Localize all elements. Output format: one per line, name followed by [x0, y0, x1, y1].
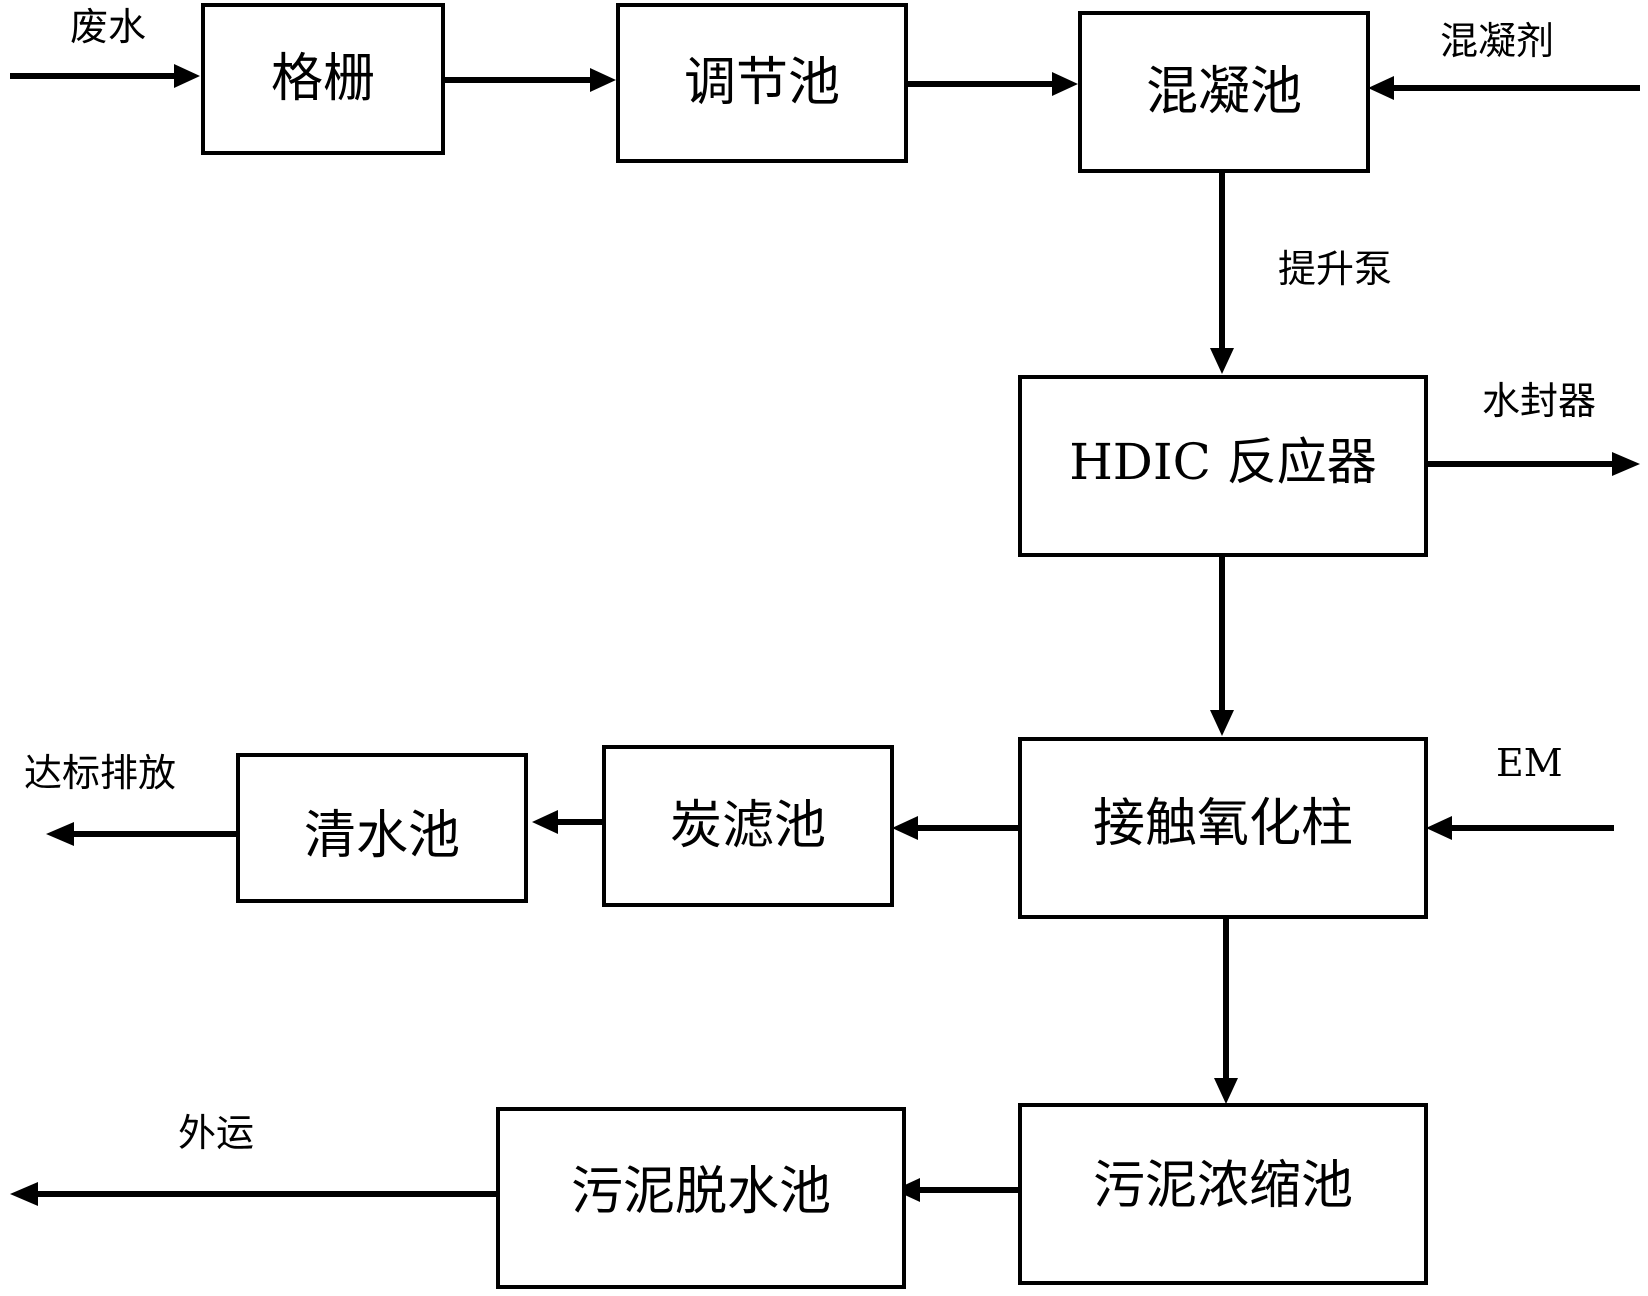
node-sludge-dewatering-label: 污泥脱水池	[571, 1162, 831, 1222]
connectors	[10, 64, 1640, 1206]
label-wastewater: 废水	[70, 5, 146, 49]
node-regulating-tank-box	[616, 3, 908, 163]
label-water-seal: 水封器	[1482, 379, 1596, 423]
node-hdic-reactor-label: HDIC 反应器	[1069, 433, 1377, 491]
node-sludge-thickening: 污泥浓缩池	[1018, 1103, 1428, 1285]
arrow-head-wastewater-in	[174, 64, 200, 88]
label-transport: 外运	[178, 1111, 254, 1155]
label-coagulant: 混凝剂	[1440, 19, 1554, 63]
arrow-head-thickening-to-dewatering	[894, 1178, 920, 1202]
node-grille-label: 格栅	[271, 49, 375, 109]
node-contact-oxidation-label: 接触氧化柱	[1093, 794, 1353, 854]
node-clear-water-tank-box	[236, 753, 528, 903]
arrow-head-em-in	[1426, 816, 1452, 840]
arrow-head-contact-to-thickening	[1214, 1078, 1238, 1104]
edge-labels: 废水 混凝剂 提升泵 水封器 EM 达标排放 外运	[24, 5, 1596, 1155]
arrow-head-hdic-to-contact-oxidation	[1210, 710, 1234, 736]
node-hdic-reactor-box	[1018, 375, 1428, 557]
node-sludge-thickening-label: 污泥浓缩池	[1093, 1156, 1353, 1216]
node-sludge-dewatering: 污泥脱水池	[496, 1107, 906, 1289]
node-coagulation-tank-label: 混凝池	[1146, 62, 1302, 122]
node-contact-oxidation-box	[1018, 737, 1428, 919]
arrow-head-transport-out	[10, 1182, 38, 1206]
node-hdic-reactor: HDIC 反应器	[1018, 375, 1428, 557]
label-lift-pump: 提升泵	[1278, 247, 1392, 291]
node-regulating-tank-label: 调节池	[684, 53, 840, 113]
arrow-head-discharge-out	[46, 822, 74, 846]
node-carbon-filter: 炭滤池	[602, 745, 894, 907]
node-contact-oxidation: 接触氧化柱	[1018, 737, 1428, 919]
node-carbon-filter-label: 炭滤池	[670, 796, 826, 856]
arrow-head-grille-to-regulating	[590, 68, 616, 92]
node-grille: 格栅	[201, 3, 445, 155]
node-coagulation-tank-box	[1078, 11, 1370, 173]
label-discharge: 达标排放	[24, 751, 176, 795]
arrow-head-coagulant-in	[1368, 76, 1394, 100]
node-sludge-dewatering-box	[496, 1107, 906, 1289]
node-clear-water-tank-label: 清水池	[304, 806, 460, 866]
label-em: EM	[1496, 741, 1563, 785]
node-carbon-filter-box	[602, 745, 894, 907]
node-coagulation-tank: 混凝池	[1078, 11, 1370, 173]
arrow-head-water-seal-out	[1612, 452, 1640, 476]
arrow-head-carbon-to-clear	[532, 810, 558, 834]
node-clear-water-tank: 清水池	[236, 753, 528, 903]
node-sludge-thickening-box	[1018, 1103, 1428, 1285]
arrow-head-regulating-to-coagulation	[1052, 72, 1078, 96]
node-grille-box	[201, 3, 445, 155]
arrow-head-contact-to-carbon	[892, 816, 918, 840]
node-regulating-tank: 调节池	[616, 3, 908, 163]
arrow-head-coagulation-to-hdic	[1210, 348, 1234, 374]
